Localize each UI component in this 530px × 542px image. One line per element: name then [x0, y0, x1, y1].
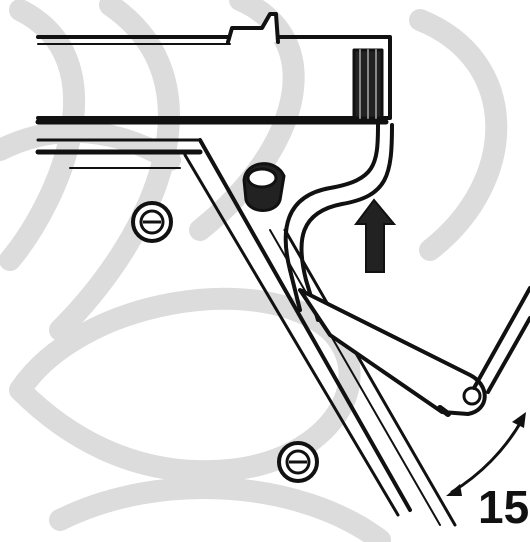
- angle-label: 15: [478, 481, 530, 533]
- stop-pin: [242, 162, 286, 212]
- drawing: [35, 12, 530, 527]
- upper-panel: [36, 35, 392, 120]
- top-tab: [226, 12, 280, 44]
- lever-plate: [298, 288, 487, 416]
- watermark: [0, 0, 508, 542]
- locator-mark-icon-2: [277, 441, 319, 483]
- arrow-up-icon: [354, 198, 397, 273]
- diagonal-panel: [198, 138, 412, 512]
- locator-mark-icon: [131, 201, 173, 243]
- angle-arc: [450, 418, 524, 494]
- edge-block: [352, 48, 384, 120]
- bent-cable: [283, 123, 380, 312]
- rod: [472, 286, 530, 390]
